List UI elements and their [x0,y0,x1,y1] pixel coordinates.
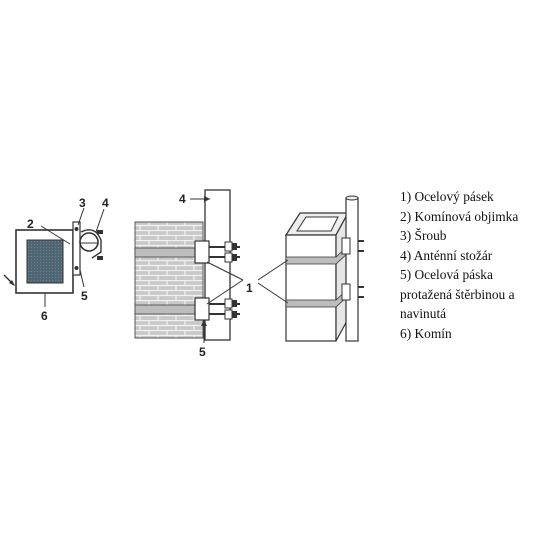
callout-3: 3 [79,196,86,210]
callout-6: 6 [41,309,48,323]
brick-wall [134,221,204,339]
callout-5: 5 [81,289,88,303]
legend-item-3: 3) Šroub [400,228,447,243]
perspective-figure [257,195,364,342]
legend-item-5-cont: protažená štěrbinou a [400,286,515,302]
chimney-top-opening [26,239,64,284]
callout-5-side: 5 [199,345,206,359]
chimney-front [285,234,337,342]
callout-4: 4 [102,196,109,210]
legend: 1) Ocelový pásek 2) Komínová objimka 3) … [400,187,538,343]
legend-item-2: 2) Komínová objimka [400,208,519,224]
callout-2: 2 [27,217,34,231]
callout-1-side: 1 [246,281,253,295]
callout-4-side: 4 [179,192,186,206]
top-view-figure: 1 3 2 4 5 6 [3,196,109,323]
legend-item-1: 1) Ocelový pásek [400,189,494,204]
legend-item-5-cont2: navinutá [400,306,447,321]
perspective-mast [345,197,359,342]
legend-item-4: 4) Anténní stožár [400,247,493,263]
legend-item-5: 5) Ocelová páska [400,267,493,282]
side-view-figure: 4 1 5 [134,189,253,359]
legend-item-6: 6) Komín [400,325,452,341]
chimney-clamp [72,221,81,276]
mast-section [79,232,99,252]
